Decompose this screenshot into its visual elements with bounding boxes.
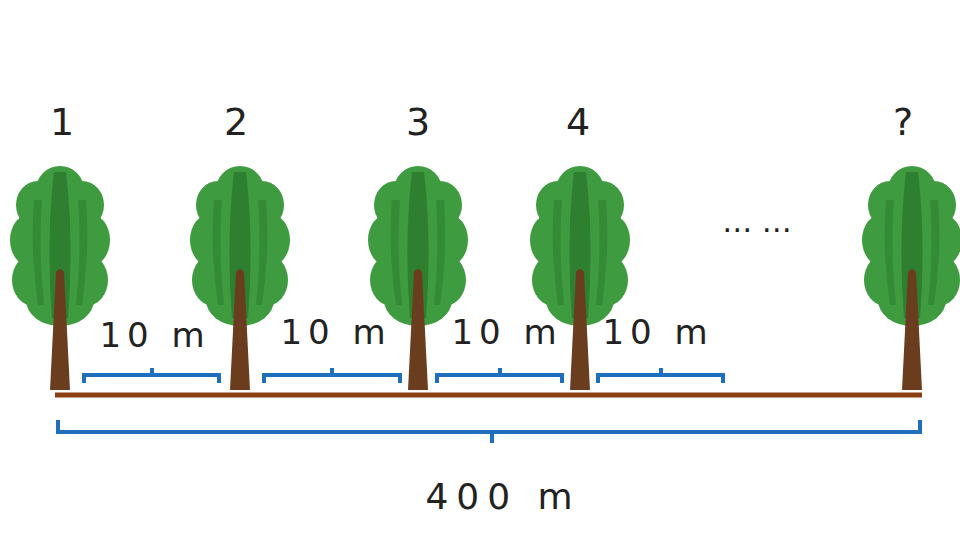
total-dimension: 400 m bbox=[425, 479, 580, 515]
interval-dimension: 10 m bbox=[99, 318, 210, 352]
ground-line bbox=[55, 393, 922, 398]
tree bbox=[190, 166, 290, 390]
tree-number: 3 bbox=[406, 103, 430, 141]
tree bbox=[10, 166, 110, 390]
tree-number: 1 bbox=[50, 103, 74, 141]
tree-number: 4 bbox=[566, 103, 590, 141]
tree bbox=[530, 166, 630, 390]
tree bbox=[862, 166, 960, 390]
interval-dimension: 10 m bbox=[280, 315, 391, 349]
interval-dimension: 10 m bbox=[602, 315, 713, 349]
brace bbox=[58, 368, 920, 443]
ellipsis: … … bbox=[722, 207, 792, 237]
interval-dimension: 10 m bbox=[451, 315, 562, 349]
tree bbox=[368, 166, 468, 390]
tree-number: 2 bbox=[224, 103, 248, 141]
tree-number: ? bbox=[893, 103, 913, 141]
